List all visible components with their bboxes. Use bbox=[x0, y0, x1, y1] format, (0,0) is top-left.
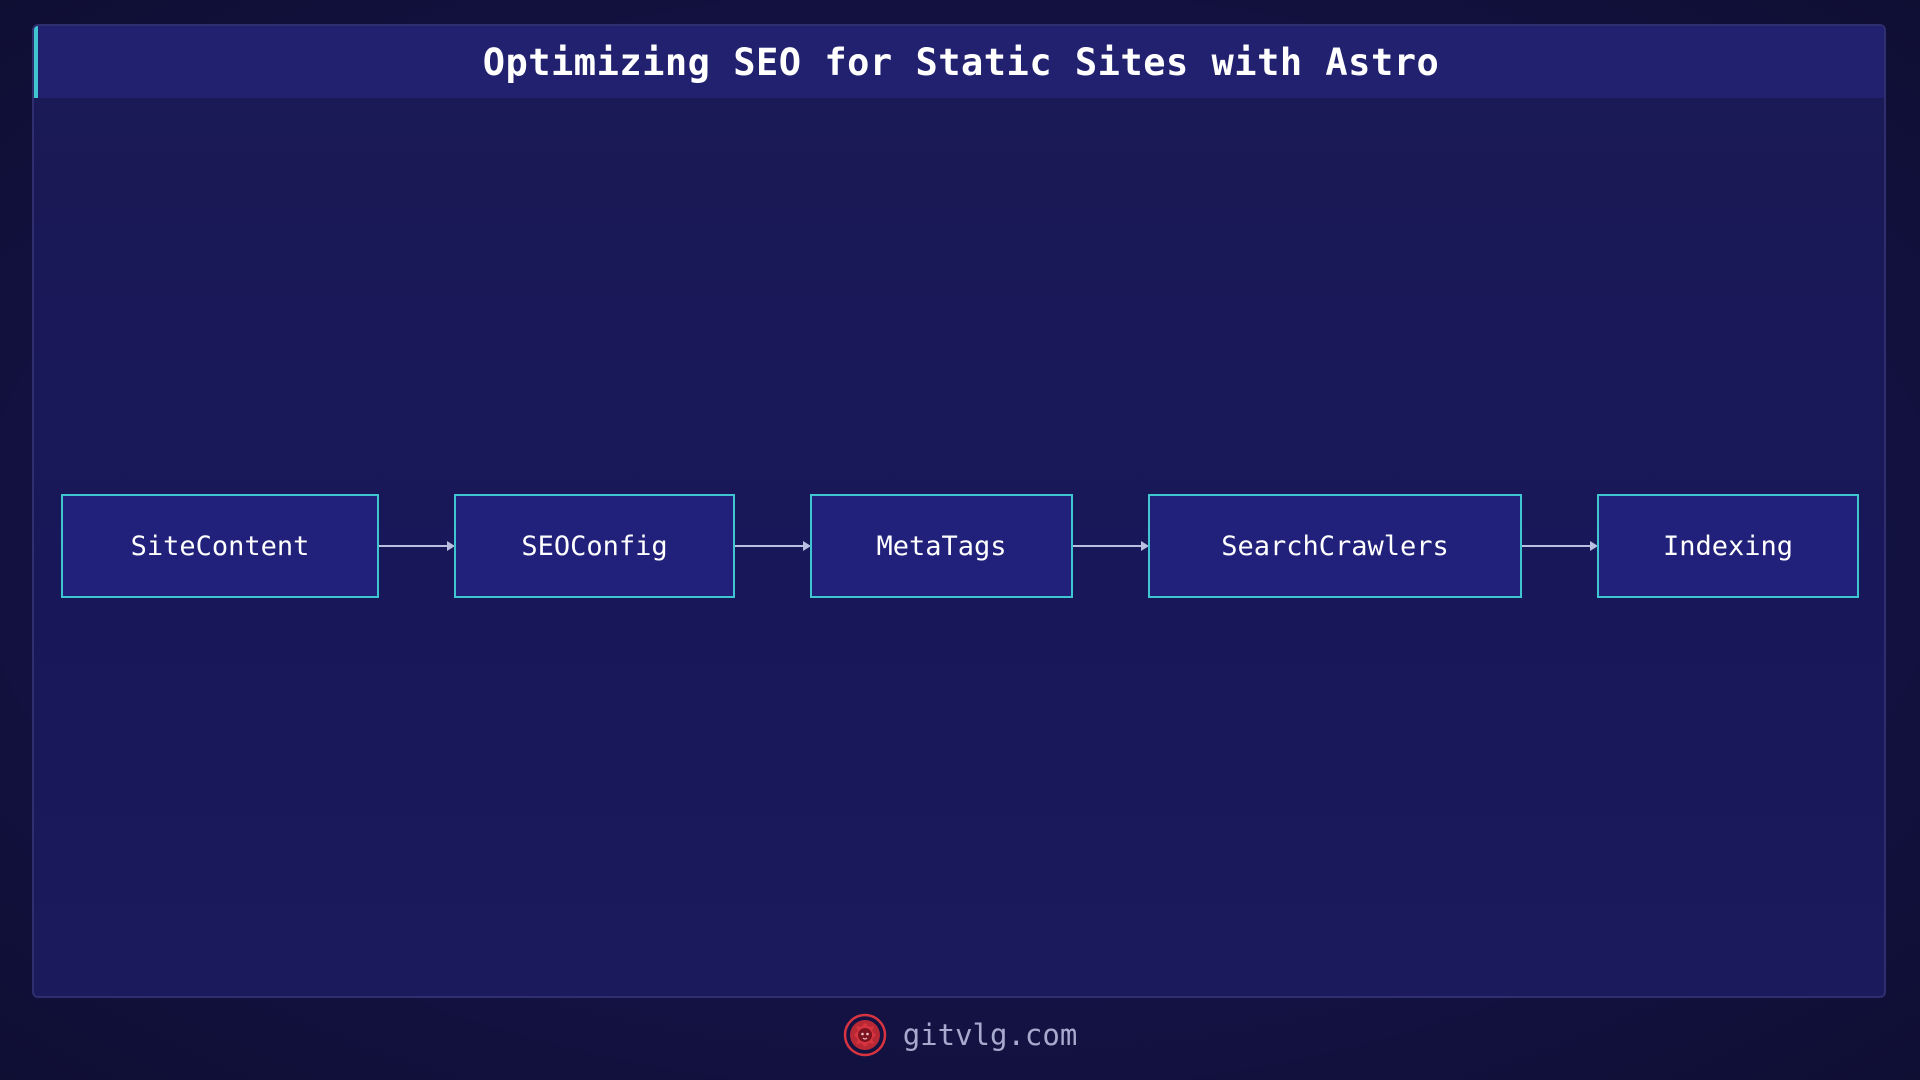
node-seo-config: SEOConfig bbox=[454, 494, 735, 598]
footer: gitvlg.com bbox=[0, 1010, 1920, 1060]
lion-icon bbox=[843, 1013, 886, 1057]
title-bar: Optimizing SEO for Static Sites with Ast… bbox=[34, 26, 1884, 98]
arrow-search-crawlers-to-indexing bbox=[1522, 541, 1598, 551]
arrow-seo-config-to-meta-tags bbox=[735, 541, 811, 551]
node-search-crawlers: SearchCrawlers bbox=[1148, 494, 1522, 598]
arrow-meta-tags-to-search-crawlers bbox=[1073, 541, 1149, 551]
node-label: SiteContent bbox=[130, 530, 310, 562]
footer-site-link[interactable]: gitvlg.com bbox=[902, 1018, 1078, 1052]
node-site-content: SiteContent bbox=[61, 494, 379, 598]
arrow-site-content-to-seo-config bbox=[379, 541, 455, 551]
node-label: SearchCrawlers bbox=[1221, 530, 1449, 562]
node-label: Indexing bbox=[1662, 530, 1794, 562]
node-meta-tags: MetaTags bbox=[810, 494, 1073, 598]
node-indexing: Indexing bbox=[1597, 494, 1859, 598]
page-title: Optimizing SEO for Static Sites with Ast… bbox=[482, 40, 1440, 84]
node-label: MetaTags bbox=[876, 530, 1007, 562]
node-label: SEOConfig bbox=[521, 530, 668, 562]
